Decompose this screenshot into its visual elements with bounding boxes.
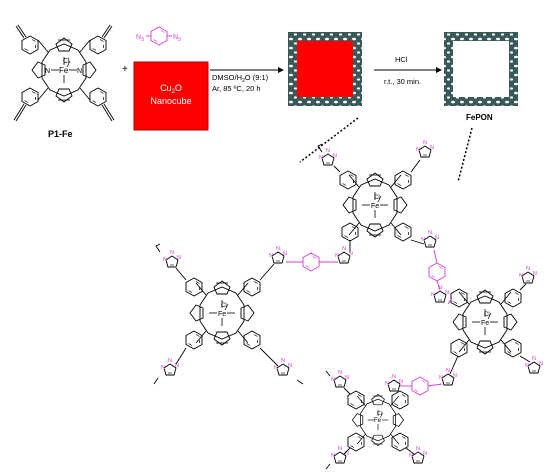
product-label: FePON	[466, 113, 493, 122]
cl-atom-left: Cl	[221, 303, 227, 309]
fe-atom-right: Fe	[481, 320, 489, 327]
cl-atom-right: Cl	[484, 312, 490, 318]
step2-conditions: r.t., 30 min.	[384, 77, 421, 86]
fe-atom-bottom: Fe	[374, 418, 382, 424]
fe-atom-left: Fe	[218, 311, 226, 318]
reaction-arrow-1	[210, 67, 284, 73]
n-atom-right: N	[77, 68, 82, 75]
fe-atom-top: Fe	[371, 203, 379, 210]
azide-right: N3	[173, 34, 181, 43]
reaction-arrow-2	[374, 67, 442, 73]
zoom-line-left	[299, 117, 359, 163]
plus-sign: +	[122, 64, 128, 75]
step1-conditions: Ar, 85 ºC, 20 h	[212, 84, 261, 93]
diazide-linker	[146, 26, 172, 46]
porphyrin-label: P1-Fe	[48, 129, 73, 139]
hollow-fepon-cube	[444, 32, 518, 106]
p1-fe-structure: Fe Cl N N	[13, 24, 115, 122]
nanocube-label: Nanocube	[150, 96, 191, 106]
cl-atom-bottom: Cl	[377, 411, 382, 417]
zoom-line-right	[457, 127, 473, 183]
nanocube-formula: Cu2O	[160, 83, 182, 95]
cl-atom-top: Cl	[374, 195, 380, 201]
core-shell-cube	[288, 32, 362, 106]
cu2o-nanocube	[133, 61, 209, 131]
fe-atom: Fe	[59, 66, 69, 75]
step2-reagent: HCl	[395, 55, 408, 64]
step1-solvent: DMSO/H2O (9:1)	[212, 73, 269, 84]
cl-atom: Cl	[63, 58, 70, 65]
azide-left: N3	[136, 34, 144, 43]
fepon-network: Fe Cl Fe Cl	[153, 139, 544, 470]
n-atom-left: N	[45, 68, 50, 75]
